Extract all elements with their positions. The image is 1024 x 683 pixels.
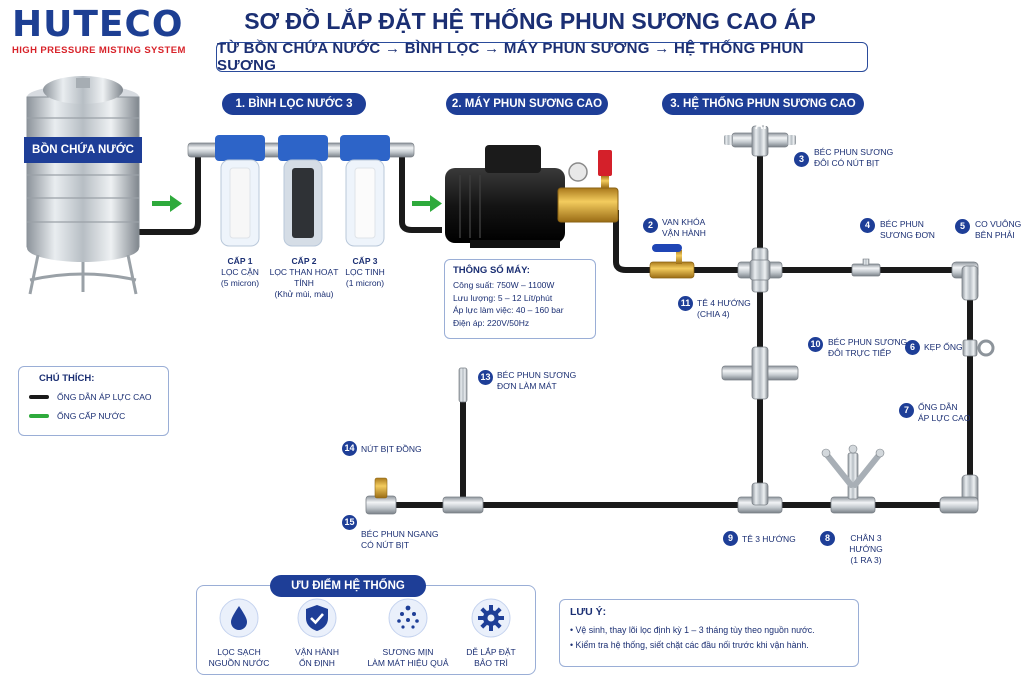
part-14-label: NÚT BỊT ĐỒNG <box>361 444 422 454</box>
filter-housings <box>187 135 415 247</box>
brand-tagline: HIGH PRESSURE MISTING SYSTEM <box>12 45 186 56</box>
legend-item-pressure: ỐNG DẪN ÁP LỰC CAO <box>29 392 158 402</box>
water-tank <box>24 76 142 295</box>
section-pump: 2. MÁY PHUN SƯƠNG CAO ÁP <box>446 93 608 132</box>
part-7-number: 7 <box>899 403 914 418</box>
brand-name: HUTECO <box>12 4 184 45</box>
section-system: 3. HỆ THỐNG PHUN SƯƠNG CAO ÁP <box>662 93 864 132</box>
tank-label: BỒN CHỨA NƯỚC <box>32 144 134 156</box>
part-6-label: KẸP ỐNG <box>924 342 963 352</box>
part-11-number: 11 <box>678 296 693 311</box>
notes-panel: LƯU Ý: • Vệ sinh, thay lõi lọc định kỳ 1… <box>559 599 859 667</box>
part-9-label: TÊ 3 HƯỚNG <box>742 534 796 544</box>
part-2-number: 2 <box>643 218 658 233</box>
page-title: SƠ ĐỒ LẮP ĐẶT HỆ THỐNG PHUN SƯƠNG CAO ÁP <box>244 8 816 34</box>
brand-logo: HUTECO HIGH PRESSURE MISTING SYSTEM <box>12 4 186 57</box>
part-6-number: 6 <box>905 340 920 355</box>
part-8-label: CHÂN 3 HƯỚNG(1 RA 3) <box>849 533 883 565</box>
shield-check-icon <box>297 598 337 638</box>
part-5-number: 5 <box>955 219 970 234</box>
part-4-number: 4 <box>860 218 875 233</box>
part-3-number: 3 <box>794 152 809 167</box>
advantages-title: ƯU ĐIỂM HỆ THỐNG <box>270 575 426 597</box>
shutoff-valve <box>649 244 695 279</box>
part-14-number: 14 <box>342 441 357 456</box>
part-13-number: 13 <box>478 370 493 385</box>
legend-item-water: ỐNG CẤP NƯỚC <box>29 411 158 421</box>
misting-pump <box>445 145 619 248</box>
mist-icon <box>388 598 428 638</box>
gear-icon <box>471 598 511 638</box>
water-drop-icon <box>219 598 259 638</box>
section-filter: 1. BÌNH LỌC NƯỚC 3 CẤP <box>222 93 366 132</box>
part-8-number: 8 <box>820 531 835 546</box>
part-11-label: TÊ 4 HƯỚNG(CHIA 4) <box>697 298 751 319</box>
part-10-number: 10 <box>808 337 823 352</box>
part-9-number: 9 <box>723 531 738 546</box>
pump-specs: THÔNG SỐ MÁY: Công suất: 750W – 1100W Lư… <box>444 259 596 339</box>
legend: CHÚ THÍCH: ỐNG DẪN ÁP LỰC CAO ỐNG CẤP NƯ… <box>18 366 169 436</box>
process-flow: TỪ BỒN CHỨA NƯỚC → BÌNH LỌC → MÁY PHUN S… <box>216 40 868 74</box>
part-15-number: 15 <box>342 515 357 530</box>
